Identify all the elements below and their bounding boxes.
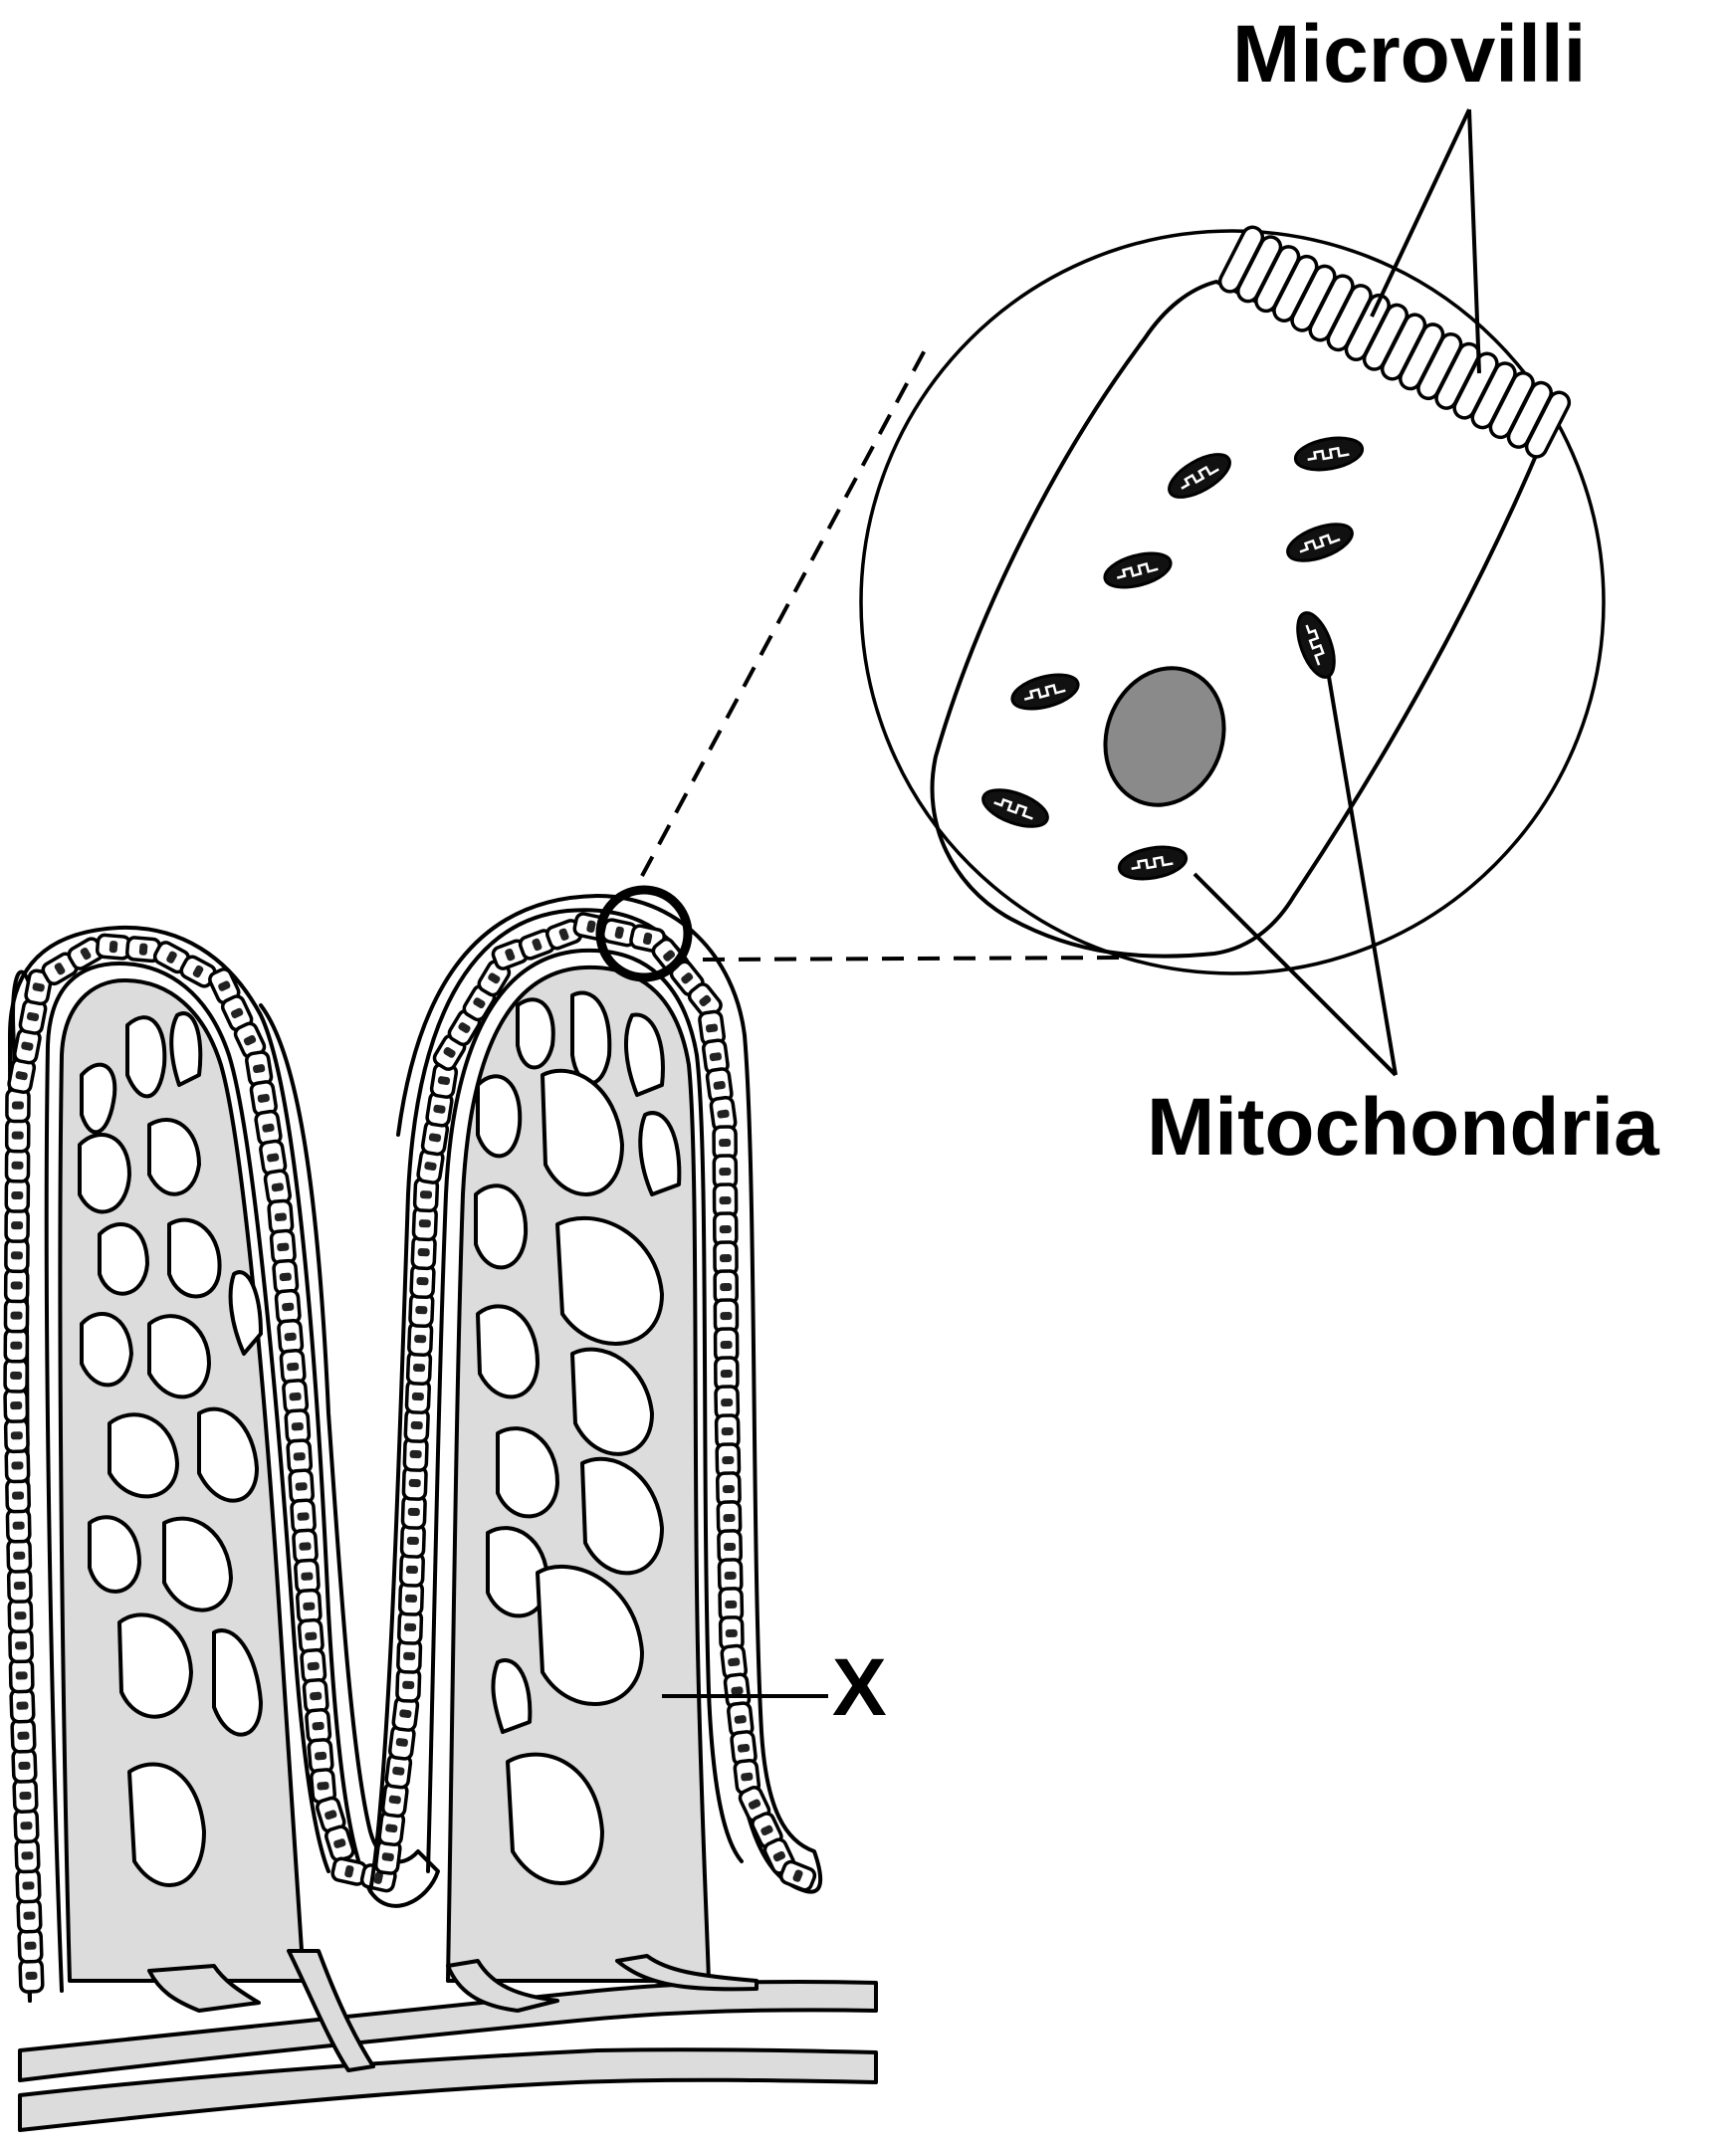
epithelial-cell	[10, 1659, 33, 1691]
epithelial-cell	[265, 1170, 292, 1204]
right-villus	[370, 896, 820, 1981]
epithelial-cell	[304, 1679, 328, 1713]
epithelial-cell	[271, 1230, 296, 1264]
epithelial-cell	[297, 1590, 321, 1622]
epithelial-cell	[6, 1419, 29, 1451]
zoom-line-bottom	[703, 958, 1125, 960]
epithelial-cell	[5, 1330, 27, 1362]
epithelial-cell	[292, 1500, 316, 1533]
epithelial-cell	[299, 1619, 324, 1653]
epithelial-cell	[14, 1780, 37, 1813]
epithelial-cell	[281, 1350, 306, 1384]
epithelial-cell	[5, 1390, 28, 1421]
epithelial-cell	[278, 1320, 303, 1354]
left-villus	[5, 928, 438, 2001]
epithelial-cell	[6, 1180, 28, 1211]
epithelial-cell	[11, 1689, 34, 1722]
epithelial-cell	[306, 1709, 330, 1743]
epithelial-cell	[6, 1209, 28, 1241]
epithelial-cell	[6, 1150, 28, 1181]
epithelial-cell	[13, 1750, 36, 1783]
epithelial-cell	[12, 1719, 35, 1752]
epithelial-cell	[9, 1600, 32, 1631]
epithelial-cell	[283, 1380, 308, 1413]
epithelial-cell	[18, 1899, 41, 1932]
mitochondria-label: Mitochondria	[1147, 1087, 1659, 1169]
epithelial-cell	[17, 1869, 40, 1902]
epithelial-cell	[7, 1479, 30, 1511]
epithelial-cell	[20, 1960, 43, 1993]
epithelial-cell	[286, 1410, 310, 1443]
epithelial-cell	[276, 1290, 301, 1324]
x-label: X	[832, 1647, 887, 1729]
epithelial-cell	[288, 1440, 312, 1473]
epithelial-cell	[295, 1560, 319, 1593]
epithelial-cell	[9, 1570, 32, 1602]
epithelial-cell	[779, 1859, 817, 1891]
epithelial-cell	[309, 1739, 333, 1773]
epithelial-cell	[6, 1239, 28, 1271]
epithelial-cell	[10, 1629, 33, 1661]
epithelial-cell	[7, 1120, 29, 1152]
epithelial-cell	[5, 1360, 27, 1392]
epithelial-cell	[269, 1200, 294, 1234]
epithelial-cell	[6, 1269, 28, 1301]
epithelial-cell	[7, 1509, 30, 1541]
epithelial-cell	[19, 1929, 42, 1962]
epithelial-cell	[8, 1540, 31, 1572]
microvilli-label: Microvilli	[1232, 14, 1586, 96]
epithelial-cell	[302, 1649, 326, 1683]
epithelial-cell	[294, 1530, 318, 1563]
epithelial-cell	[274, 1260, 299, 1294]
epithelial-cell	[290, 1470, 314, 1503]
epithelial-cell	[15, 1810, 38, 1842]
zoom-circle	[861, 231, 1604, 973]
epithelial-cell	[5, 1300, 27, 1332]
epithelial-cell	[7, 1089, 29, 1121]
epithelial-cell	[6, 1449, 29, 1481]
epithelial-cell	[16, 1839, 39, 1872]
epithelial-cell	[97, 935, 130, 960]
